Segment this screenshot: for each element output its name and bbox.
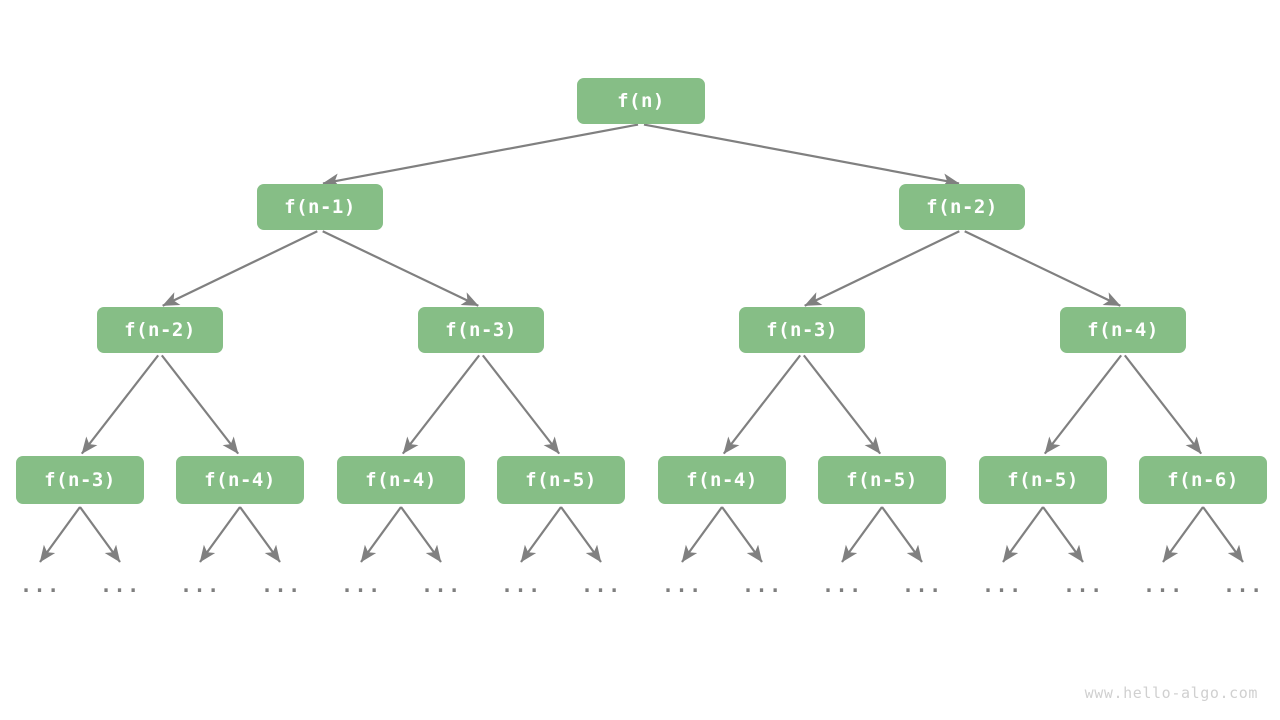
ellipsis-marker: ... <box>662 573 703 597</box>
tree-node: f(n-5) <box>497 456 625 504</box>
ellipsis-marker: ... <box>1063 573 1104 597</box>
ellipsis-marker: ... <box>501 573 542 597</box>
tree-edge <box>322 230 479 307</box>
leaf-stub-arrow <box>1162 506 1204 563</box>
ellipsis-marker: ... <box>742 573 783 597</box>
leaf-stub-arrow <box>520 506 562 563</box>
watermark: www.hello-algo.com <box>1084 684 1258 702</box>
leaf-stub-arrow <box>79 506 121 563</box>
tree-node: f(n-1) <box>257 184 383 230</box>
tree-node: f(n) <box>577 78 705 124</box>
tree-node: f(n-6) <box>1139 456 1267 504</box>
leaf-stub-arrow <box>1002 506 1044 563</box>
tree-edge <box>160 354 240 455</box>
leaf-stub-arrow <box>841 506 883 563</box>
leaf-stub-arrow <box>360 506 402 563</box>
tree-edge <box>80 354 160 455</box>
tree-node: f(n-3) <box>418 307 544 353</box>
tree-node: f(n-3) <box>16 456 144 504</box>
tree-edge <box>804 230 960 307</box>
ellipsis-marker: ... <box>1223 573 1264 597</box>
leaf-stub-arrow <box>400 506 442 563</box>
tree-edge <box>1043 354 1123 455</box>
tree-edge <box>964 230 1121 307</box>
tree-node: f(n-4) <box>337 456 465 504</box>
tree-node: f(n-5) <box>818 456 946 504</box>
ellipsis-marker: ... <box>1143 573 1184 597</box>
leaf-stub-arrow <box>39 506 81 563</box>
leaf-stub-arrow <box>1042 506 1084 563</box>
ellipsis-marker: ... <box>261 573 302 597</box>
ellipsis-marker: ... <box>581 573 622 597</box>
tree-edge <box>722 354 802 455</box>
tree-edges <box>80 123 1203 455</box>
tree-node: f(n-2) <box>97 307 223 353</box>
leaf-stub-arrow <box>681 506 723 563</box>
leaf-stub-arrow <box>721 506 763 563</box>
tree-node: f(n-4) <box>658 456 786 504</box>
leaf-stub-arrow <box>199 506 241 563</box>
leaf-stub-arrows <box>39 506 1244 563</box>
ellipsis-marker: ... <box>100 573 141 597</box>
leaf-stub-arrow <box>881 506 923 563</box>
tree-node: f(n-4) <box>176 456 304 504</box>
ellipsis-marker: ... <box>902 573 943 597</box>
ellipsis-marker: ... <box>341 573 382 597</box>
tree-edge <box>322 123 639 188</box>
tree-node: f(n-2) <box>899 184 1025 230</box>
ellipsis-marker: ... <box>982 573 1023 597</box>
tree-edge <box>1123 354 1203 455</box>
leaf-stub-arrow <box>1202 506 1244 563</box>
tree-node: f(n-5) <box>979 456 1107 504</box>
leaf-stub-arrow <box>560 506 602 563</box>
leaf-stub-arrow <box>239 506 281 563</box>
tree-edge <box>401 354 481 455</box>
ellipsis-marker: ... <box>20 573 61 597</box>
tree-edge <box>162 230 318 307</box>
tree-edge <box>481 354 561 455</box>
tree-edge <box>802 354 882 455</box>
ellipsis-marker: ... <box>822 573 863 597</box>
ellipsis-marker: ... <box>421 573 462 597</box>
tree-node: f(n-3) <box>739 307 865 353</box>
ellipsis-marker: ... <box>180 573 221 597</box>
tree-node: f(n-4) <box>1060 307 1186 353</box>
tree-edge <box>643 123 960 188</box>
